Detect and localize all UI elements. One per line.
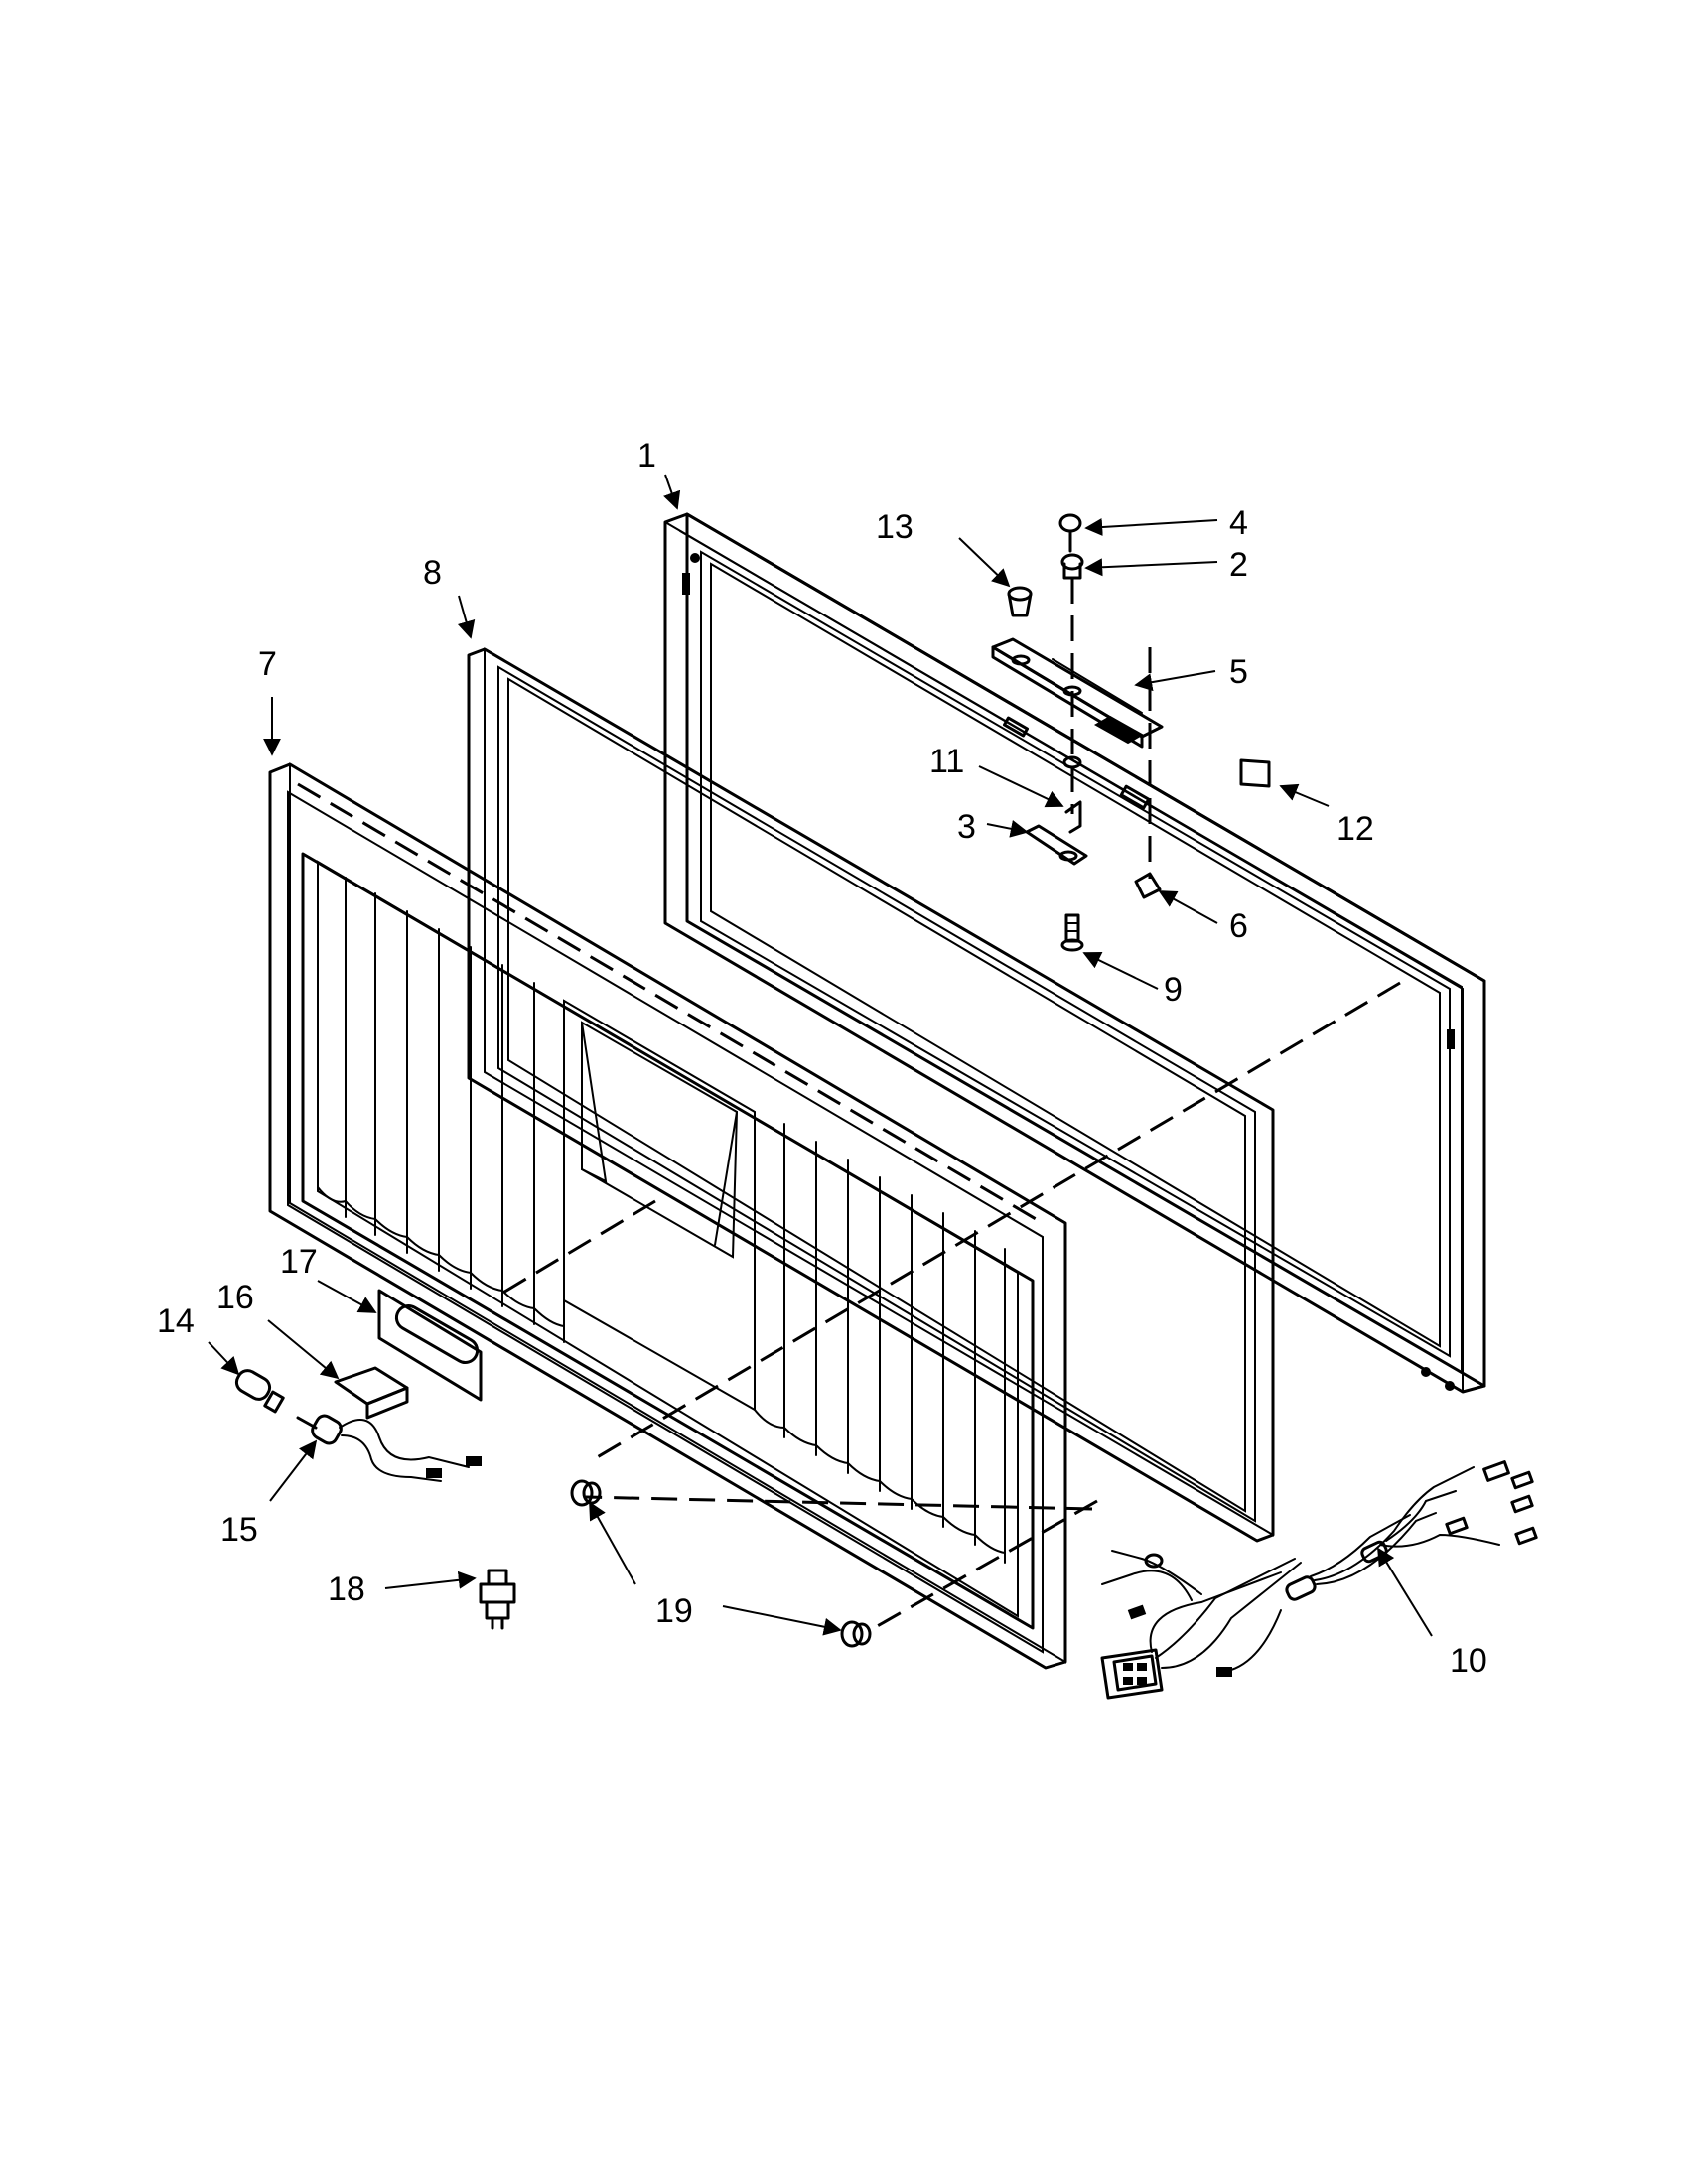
liner-ribs-right xyxy=(754,1123,1006,1564)
hinge-bushing xyxy=(1007,586,1033,617)
light-bezel xyxy=(377,1289,483,1402)
callout-15: 15 xyxy=(220,1511,258,1549)
callout-3: 3 xyxy=(957,808,976,846)
callout-2: 2 xyxy=(1229,546,1248,584)
lid-plug-upper xyxy=(570,1479,602,1507)
hinge-plate xyxy=(1025,824,1088,866)
hinge-bracket xyxy=(991,637,1164,749)
hinge-clip xyxy=(1064,800,1082,834)
frame-screw-icon xyxy=(1421,1367,1431,1377)
callout-16: 16 xyxy=(216,1279,254,1316)
hinge-screw xyxy=(1058,513,1082,553)
callout-5: 5 xyxy=(1229,653,1248,691)
callout-17: 17 xyxy=(280,1243,318,1281)
lid-outer-frame xyxy=(663,512,1486,1394)
callout-10: 10 xyxy=(1450,1642,1487,1680)
callout-9: 9 xyxy=(1164,971,1183,1009)
frame-hole-icon xyxy=(1447,1029,1455,1049)
frame-screw-icon xyxy=(1445,1381,1455,1391)
lid-label xyxy=(1239,758,1271,788)
callout-12: 12 xyxy=(1336,810,1374,848)
liner-ribs-left xyxy=(317,877,565,1343)
light-socket xyxy=(296,1414,482,1482)
callout-18: 18 xyxy=(328,1570,365,1608)
light-switch xyxy=(479,1569,516,1630)
callout-8: 8 xyxy=(423,554,442,592)
wire-harness xyxy=(1100,1460,1538,1700)
hinge-bolt xyxy=(1060,553,1084,598)
frame-slots xyxy=(1002,716,1151,810)
callout-labels: 1 4 13 2 8 5 7 11 12 3 6 9 17 16 14 15 1… xyxy=(157,437,1487,1680)
callout-1: 1 xyxy=(637,437,656,475)
callout-14: 14 xyxy=(157,1302,195,1340)
callout-13: 13 xyxy=(876,508,914,546)
light-bulb xyxy=(234,1369,285,1414)
callout-leaders xyxy=(208,474,1433,1637)
light-shield xyxy=(334,1366,409,1420)
lid-gasket xyxy=(467,647,1275,1543)
callout-4: 4 xyxy=(1229,504,1248,542)
lid-inner-liner xyxy=(268,762,1067,1670)
callout-19: 19 xyxy=(655,1592,693,1630)
callout-11: 11 xyxy=(929,743,964,780)
frame-hole-icon xyxy=(682,573,690,595)
mounting-screw xyxy=(1060,913,1084,952)
callout-6: 6 xyxy=(1229,907,1248,945)
callout-7: 7 xyxy=(258,645,277,683)
latch-bracket xyxy=(1134,872,1162,899)
frame-screw-icon xyxy=(690,553,700,563)
lid-plug-lower xyxy=(840,1620,872,1648)
